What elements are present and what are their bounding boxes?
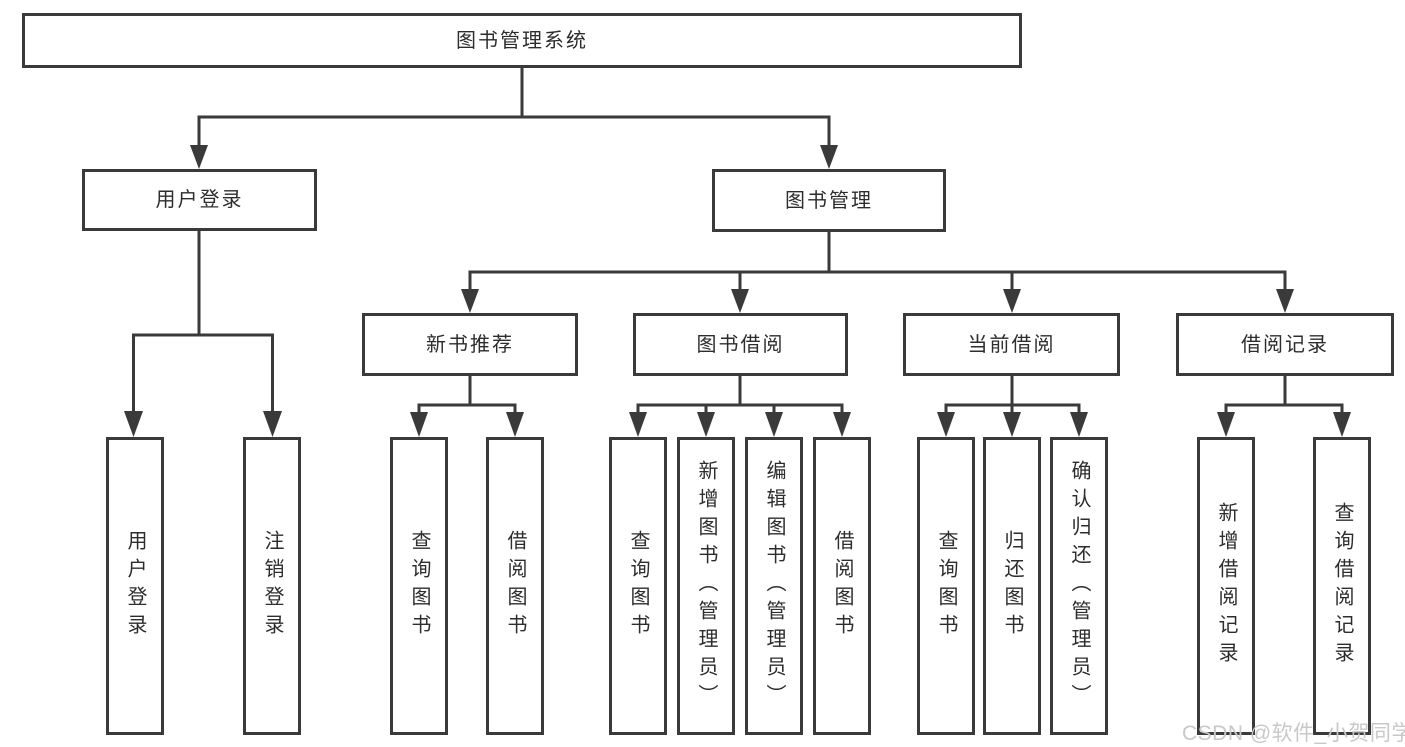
leaf-edit-book-admin-label: 编辑图书（管理员） [763, 460, 785, 712]
node-borrow-records-label: 借阅记录 [1241, 333, 1329, 356]
node-current-borrow-label: 当前借阅 [967, 333, 1056, 356]
leaf-borrow-books-borrow-label: 借阅图书 [831, 530, 853, 642]
leaf-borrow-books-recommend: 借阅图书 [486, 437, 544, 735]
node-borrow-records: 借阅记录 [1176, 313, 1394, 376]
leaf-borrow-books-recommend-label: 借阅图书 [504, 530, 526, 642]
leaf-return-books-label: 归还图书 [1001, 530, 1023, 642]
node-book-borrow-label: 图书借阅 [696, 333, 785, 356]
leaf-query-books-recommend: 查询图书 [390, 437, 448, 735]
watermark: CSDN @软件_小贺同学 [1182, 722, 1405, 745]
leaf-confirm-return-admin: 确认归还（管理员） [1050, 437, 1108, 735]
node-user-login: 用户登录 [82, 169, 317, 231]
leaf-query-books-current-label: 查询图书 [935, 530, 957, 642]
leaf-query-books-current: 查询图书 [917, 437, 975, 735]
leaf-add-borrow-record: 新增借阅记录 [1197, 437, 1255, 735]
leaf-logout-label: 注销登录 [261, 530, 283, 642]
leaf-query-borrow-record-label: 查询借阅记录 [1331, 502, 1353, 670]
leaf-add-borrow-record-label: 新增借阅记录 [1215, 502, 1237, 670]
node-new-book-recommend-label: 新书推荐 [426, 333, 514, 356]
leaf-confirm-return-admin-label: 确认归还（管理员） [1068, 460, 1090, 712]
node-book-management: 图书管理 [712, 169, 946, 232]
node-book-borrow: 图书借阅 [633, 313, 848, 376]
leaf-query-books-borrow-label: 查询图书 [627, 530, 649, 642]
leaf-query-borrow-record: 查询借阅记录 [1313, 437, 1371, 735]
node-root: 图书管理系统 [22, 13, 1022, 68]
node-root-label: 图书管理系统 [456, 29, 588, 52]
node-new-book-recommend: 新书推荐 [362, 313, 578, 376]
leaf-add-book-admin: 新增图书（管理员） [677, 437, 735, 735]
leaf-user-login: 用户登录 [106, 437, 164, 735]
leaf-borrow-books-borrow: 借阅图书 [813, 437, 871, 735]
leaf-user-login-label: 用户登录 [124, 530, 146, 642]
node-user-login-label: 用户登录 [155, 189, 244, 211]
node-current-borrow: 当前借阅 [903, 313, 1120, 376]
leaf-edit-book-admin: 编辑图书（管理员） [745, 437, 803, 735]
connector-arrowheads [124, 145, 1351, 437]
node-book-management-label: 图书管理 [785, 189, 873, 212]
leaf-logout: 注销登录 [243, 437, 301, 735]
leaf-add-book-admin-label: 新增图书（管理员） [695, 460, 717, 712]
leaf-query-books-borrow: 查询图书 [609, 437, 667, 735]
leaf-return-books: 归还图书 [983, 437, 1041, 735]
leaf-query-books-recommend-label: 查询图书 [408, 530, 430, 642]
